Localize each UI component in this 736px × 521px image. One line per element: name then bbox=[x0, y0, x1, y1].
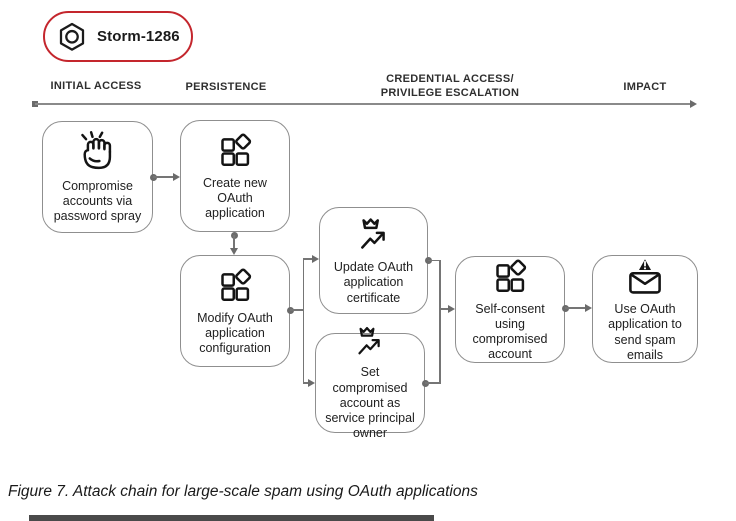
connector-arrowhead-icon bbox=[312, 254, 319, 263]
cropped-next-content bbox=[29, 515, 434, 521]
figure-caption: Figure 7. Attack chain for large-scale s… bbox=[8, 483, 478, 500]
phase-credential-access: CREDENTIAL ACCESS/ PRIVILEGE ESCALATION bbox=[380, 73, 520, 99]
node-label: Create new OAuth application bbox=[203, 175, 267, 221]
privilege-crown-arrow-icon bbox=[352, 324, 388, 360]
node-create-oauth-app: Create new OAuth application bbox=[180, 120, 290, 232]
node-set-service-principal-owner: Set compromised account as service princ… bbox=[315, 327, 425, 440]
phase-persistence: PERSISTENCE bbox=[185, 81, 267, 93]
oauth-app-icon bbox=[215, 131, 255, 171]
connector-line bbox=[233, 235, 235, 249]
connector-line bbox=[303, 258, 313, 260]
connector-line bbox=[440, 308, 449, 310]
connector-line bbox=[425, 382, 441, 384]
spam-email-warning-icon bbox=[623, 255, 667, 297]
threat-actor-hexagon-icon bbox=[56, 21, 88, 53]
node-send-spam-emails: Use OAuth application to send spam email… bbox=[592, 255, 698, 363]
node-label: Modify OAuth application configuration bbox=[197, 310, 273, 356]
connector-arrowhead-icon bbox=[448, 304, 455, 313]
node-compromise-accounts: Compromise accounts via password spray bbox=[42, 121, 153, 233]
connector-arrowhead-icon bbox=[173, 172, 180, 181]
threat-actor-badge: Storm-1286 bbox=[43, 11, 193, 62]
node-label: Set compromised account as service princ… bbox=[325, 365, 415, 441]
oauth-app-icon bbox=[490, 257, 530, 297]
connector-line bbox=[290, 309, 304, 311]
node-update-certificate: Update OAuth application certificate bbox=[319, 207, 428, 314]
node-label: Self-consent using compromised account bbox=[472, 301, 548, 362]
connector-line bbox=[303, 382, 309, 384]
connector-line bbox=[565, 307, 586, 309]
privilege-crown-arrow-icon bbox=[354, 215, 394, 255]
node-modify-oauth-config: Modify OAuth application configuration bbox=[180, 255, 290, 367]
password-spray-fist-icon bbox=[76, 130, 120, 174]
oauth-app-icon bbox=[215, 266, 255, 306]
connector-line bbox=[153, 176, 174, 178]
node-label: Use OAuth application to send spam email… bbox=[608, 302, 682, 362]
connector-line bbox=[302, 259, 304, 384]
threat-actor-name: Storm-1286 bbox=[97, 28, 180, 45]
phase-initial-access: INITIAL ACCESS bbox=[50, 80, 142, 92]
connector-arrowhead-icon bbox=[585, 303, 592, 312]
node-self-consent: Self-consent using compromised account bbox=[455, 256, 565, 363]
connector-arrowhead-icon bbox=[308, 378, 315, 387]
connector-line bbox=[439, 260, 441, 384]
node-label: Compromise accounts via password spray bbox=[53, 178, 142, 224]
connector-arrowhead-icon bbox=[229, 248, 238, 255]
node-label: Update OAuth application certificate bbox=[333, 260, 414, 305]
timeline-axis bbox=[35, 103, 693, 105]
connector-line bbox=[428, 259, 441, 262]
timeline-arrowhead-icon bbox=[690, 99, 697, 108]
phase-impact: IMPACT bbox=[623, 81, 667, 93]
